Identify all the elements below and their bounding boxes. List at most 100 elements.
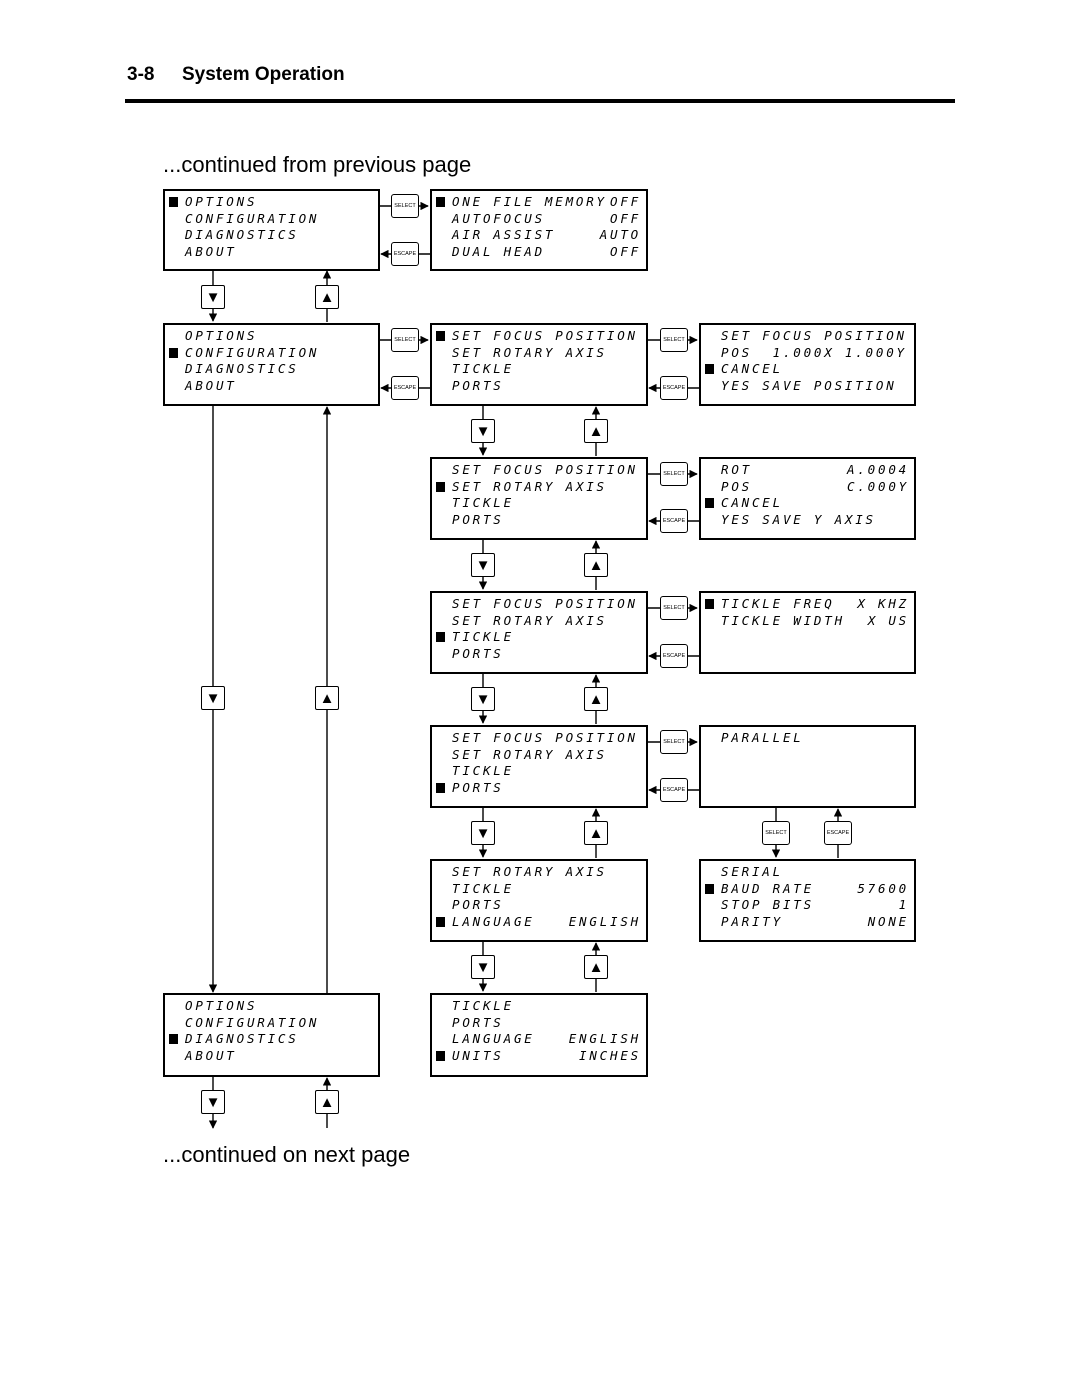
up-arrow-button[interactable]: ▲ xyxy=(315,285,339,309)
selection-cursor-icon xyxy=(436,782,445,793)
select-key-button[interactable]: SELECT xyxy=(660,596,688,620)
lcd-line: TICKLE xyxy=(432,881,646,898)
down-arrow-button[interactable]: ▼ xyxy=(471,821,495,845)
lcd-line-label: CONFIGURATION xyxy=(185,344,320,360)
lcd-line-label: DUAL HEAD xyxy=(452,243,545,259)
lcd-line-label: ABOUT xyxy=(185,243,237,259)
lcd-line: DIAGNOSTICS xyxy=(165,227,378,244)
up-arrow-button[interactable]: ▲ xyxy=(584,553,608,577)
lcd-line-label: OPTIONS xyxy=(185,328,258,343)
down-arrow-button[interactable]: ▼ xyxy=(201,285,225,309)
select-key-button[interactable]: SELECT xyxy=(660,730,688,754)
escape-key-button[interactable]: ESCAPE xyxy=(391,242,419,266)
lcd-line-label: SET ROTARY AXIS xyxy=(452,864,607,879)
down-arrow-button[interactable]: ▼ xyxy=(471,687,495,711)
up-arrow-button[interactable]: ▲ xyxy=(584,955,608,979)
lcd-line-label: CONFIGURATION xyxy=(185,210,320,226)
lcd-line-value: C.000Y xyxy=(847,478,909,494)
lcd-line: TICKLE xyxy=(432,629,646,646)
select-key-button[interactable]: SELECT xyxy=(391,328,419,352)
lcd-line-label: TICKLE xyxy=(452,763,514,778)
selection-cursor-icon xyxy=(436,331,445,341)
lcd-line-value: X KHZ xyxy=(857,596,909,611)
escape-key-button[interactable]: ESCAPE xyxy=(660,778,688,802)
lcd-line-label: ONE FILE MEMORY xyxy=(452,194,607,209)
lcd-line: PORTS xyxy=(432,780,646,797)
lcd-line-value: NONE xyxy=(867,913,909,929)
escape-key-button[interactable]: ESCAPE xyxy=(824,821,852,845)
up-arrow-button[interactable]: ▲ xyxy=(315,686,339,710)
lcd-line-label: PORTS xyxy=(452,897,504,912)
lcd-line-label: PORTS xyxy=(452,1014,504,1030)
lcd-line-label: PARITY xyxy=(721,913,783,929)
lcd-line-label: OPTIONS xyxy=(185,998,258,1013)
lcd-line: CONFIGURATION xyxy=(165,1015,378,1032)
lcd-line: PORTS xyxy=(432,512,646,529)
lcd-line-label: LANGUAGE xyxy=(452,913,535,929)
lcd-line-label: ABOUT xyxy=(185,1047,237,1063)
up-arrow-button[interactable]: ▲ xyxy=(584,821,608,845)
continued-on-text: ...continued on next page xyxy=(163,1142,411,1167)
escape-key-button[interactable]: ESCAPE xyxy=(660,376,688,400)
lcd-line-label: TICKLE xyxy=(452,629,514,644)
select-key-button[interactable]: SELECT xyxy=(660,462,688,486)
lcd-line: TICKLE FREQ X KHZ xyxy=(701,596,914,613)
lcd-line-label: YES SAVE Y AXIS xyxy=(721,511,876,527)
lcd-line: SET FOCUS POSITION xyxy=(432,328,646,345)
lcd-line-label: SET FOCUS POSITION xyxy=(452,462,638,477)
select-key-button[interactable]: SELECT xyxy=(762,821,790,845)
lcd-line: TICKLE xyxy=(432,361,646,378)
lcd-line-label: PORTS xyxy=(452,779,504,795)
lcd-line-value: ENGLISH xyxy=(568,1031,641,1046)
lcd-line: SET ROTARY AXIS xyxy=(432,864,646,881)
selection-cursor-icon xyxy=(436,197,445,207)
lcd-line: ABOUT xyxy=(165,244,378,261)
lcd-line: PARITY NONE xyxy=(701,914,914,931)
lcd-ports-parallel: PARALLEL xyxy=(699,725,916,808)
lcd-line-label: SET ROTARY AXIS xyxy=(452,344,607,360)
lcd-line-label: STOP BITS xyxy=(721,897,814,912)
lcd-line: YES SAVE Y AXIS xyxy=(701,512,914,529)
lcd-line: SET FOCUS POSITION xyxy=(432,730,646,747)
select-key-button[interactable]: SELECT xyxy=(660,328,688,352)
lcd-line: CANCEL xyxy=(701,495,914,512)
lcd-line-label: TICKLE FREQ xyxy=(721,596,835,611)
lcd-line: ABOUT xyxy=(165,378,378,395)
up-arrow-button[interactable]: ▲ xyxy=(584,687,608,711)
down-arrow-button[interactable]: ▼ xyxy=(471,955,495,979)
up-arrow-button[interactable]: ▲ xyxy=(584,419,608,443)
up-arrow-button[interactable]: ▲ xyxy=(315,1090,339,1114)
select-key-button[interactable]: SELECT xyxy=(391,194,419,218)
lcd-line-label: CANCEL xyxy=(721,361,783,376)
continued-from-text: ...continued from previous page xyxy=(163,152,472,177)
selection-cursor-icon xyxy=(436,632,445,642)
lcd-line: OPTIONS xyxy=(165,998,378,1015)
lcd-line: SET ROTARY AXIS xyxy=(432,747,646,764)
down-arrow-button[interactable]: ▼ xyxy=(201,1090,225,1114)
lcd-line: PORTS xyxy=(432,1015,646,1032)
lcd-line-label: AIR ASSIST xyxy=(452,227,556,242)
lcd-line-label: SET ROTARY AXIS xyxy=(452,612,607,628)
lcd-line: SET ROTARY AXIS xyxy=(432,479,646,496)
lcd-line-label: TICKLE xyxy=(452,495,514,510)
down-arrow-button[interactable]: ▼ xyxy=(471,553,495,577)
selection-cursor-icon xyxy=(705,364,714,374)
lcd-line-label: CONFIGURATION xyxy=(185,1014,320,1030)
escape-key-button[interactable]: ESCAPE xyxy=(660,644,688,668)
escape-key-button[interactable]: ESCAPE xyxy=(391,376,419,400)
lcd-line: PORTS xyxy=(432,897,646,914)
down-arrow-button[interactable]: ▼ xyxy=(471,419,495,443)
lcd-line: SET FOCUS POSITION xyxy=(701,328,914,345)
lcd-line-value: ENGLISH xyxy=(568,913,641,929)
escape-key-button[interactable]: ESCAPE xyxy=(660,509,688,533)
lcd-line-value: OFF xyxy=(610,210,641,226)
down-arrow-button[interactable]: ▼ xyxy=(201,686,225,710)
